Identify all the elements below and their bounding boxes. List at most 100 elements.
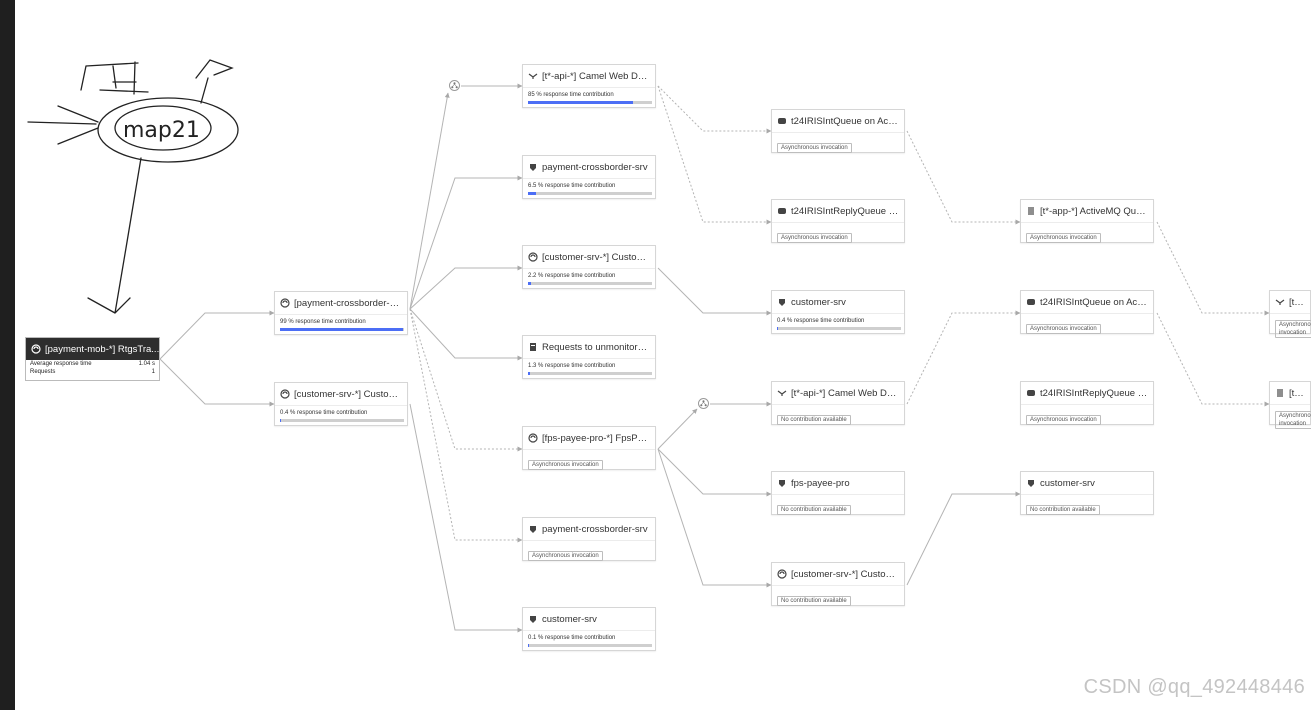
status-tag: Asynchronous invocation <box>528 551 603 561</box>
edge-intq4-bottom <box>1156 312 1270 407</box>
node-title: t24IRISIntQueue on Acti... <box>1040 296 1148 308</box>
contribution-fill <box>528 372 530 375</box>
edge-root-cust <box>159 358 275 407</box>
db-icon <box>528 524 538 534</box>
service-icon <box>528 433 538 443</box>
contribution-bar <box>528 101 652 104</box>
queue-icon <box>1026 297 1036 307</box>
service-node-t24-int-q-l4[interactable]: t24IRISIntQueue on Acti... Asynchronous i… <box>1020 290 1154 334</box>
db-icon <box>528 162 538 172</box>
contribution-bar <box>280 419 404 422</box>
queue-icon <box>777 206 787 216</box>
edge-camel-replyq <box>657 85 772 225</box>
contribution-label: 0.1 % response time contribution <box>528 635 616 641</box>
node-title: [payment-crossborder-srv... <box>294 297 402 309</box>
status-tag: No contribution available <box>777 505 851 515</box>
node-title: payment-crossborder-srv <box>542 523 648 535</box>
camel-icon <box>1275 297 1285 307</box>
contribution-label: 1.3 % response time contribution <box>528 363 616 369</box>
node-title: t24IRISIntReplyQueue on ... <box>1040 387 1148 399</box>
status-tag: Asynchronous invocation <box>528 460 603 470</box>
node-title: [fps-payee-pro-*] FpsPay... <box>542 432 650 444</box>
service-icon <box>528 252 538 262</box>
service-node-t24-int-q[interactable]: t24IRISIntQueue on Acti...Asynchronous i… <box>771 109 905 153</box>
hand-drawn-annotation: map21 <box>27 59 239 314</box>
service-node-fps-payee[interactable]: [fps-payee-pro-*] FpsPay... Asynchronous … <box>522 426 656 470</box>
db-icon <box>777 478 787 488</box>
edge-cust2-custdb3 <box>657 267 772 316</box>
service-node-cust-db-l2[interactable]: customer-srv 0.1 % response time contribu… <box>522 607 656 651</box>
db-icon <box>777 297 787 307</box>
edge-pcb-unmon <box>409 308 523 361</box>
node-title: [customer-srv-*] Custome... <box>294 388 402 400</box>
service-node-edge-bottom[interactable]: [t*-apAsynchronous invocation <box>1269 381 1311 429</box>
contribution-bar <box>528 372 652 375</box>
node-title: [customer-srv-*] Custome... <box>542 251 650 263</box>
service-icon <box>31 344 41 354</box>
queue-icon <box>777 116 787 126</box>
db-icon <box>1026 478 1036 488</box>
service-node-t24-reply-q[interactable]: t24IRISIntReplyQueue on ...Asynchronous … <box>771 199 905 243</box>
node-title: t24IRISIntQueue on Acti... <box>791 115 899 127</box>
node-title: fps-payee-pro <box>791 477 850 489</box>
node-title: Requests to unmonitored ... <box>542 341 650 353</box>
edge-cust1-custdb <box>409 403 523 633</box>
edge-fps-hub <box>657 408 698 450</box>
service-node-activemq[interactable]: [t*-app-*] ActiveMQ Que...Asynchronous i… <box>1020 199 1154 243</box>
edge-pcb-fps <box>409 308 523 452</box>
service-node-t24-reply-q-l4[interactable]: t24IRISIntReplyQueue on ... Asynchronous … <box>1020 381 1154 425</box>
status-tag: Asynchronous invocation <box>1026 233 1101 243</box>
contribution-label: 0.4 % response time contribution <box>777 318 865 324</box>
contribution-fill <box>280 328 403 331</box>
service-node-fps-payee-db[interactable]: fps-payee-pro No contribution available <box>771 471 905 515</box>
service-node-cust-srv-l1[interactable]: [customer-srv-*] Custome...0.4 % respons… <box>274 382 408 426</box>
annotation-text: map21 <box>123 118 200 143</box>
contribution-label: 2.2 % response time contribution <box>528 273 616 279</box>
contribution-fill <box>528 101 634 104</box>
service-node-edge-top[interactable]: [t*-apAsynchronous invocation <box>1269 290 1311 338</box>
node-title: customer-srv <box>791 296 846 308</box>
service-node-unmonitored[interactable]: Requests to unmonitored ... 1.3 % respons… <box>522 335 656 379</box>
window-frame-left <box>0 0 15 710</box>
edge-root-pcb <box>159 310 275 360</box>
node-title: [t*-ap <box>1289 387 1305 399</box>
node-title: [payment-mob-*] RtgsTra... <box>45 343 159 355</box>
status-tag: Asynchronous invocation <box>1026 415 1101 425</box>
node-title: [t*-ap <box>1289 296 1305 308</box>
contribution-fill <box>528 282 531 285</box>
node-title: [customer-srv-*] Custome... <box>791 568 899 580</box>
contribution-label: 99 % response time contribution <box>280 319 366 325</box>
queue-icon <box>1026 388 1036 398</box>
contribution-label: 85 % response time contribution <box>528 92 614 98</box>
service-node-camel-web[interactable]: [t*-api-*] Camel Web De... 85 % response … <box>522 64 656 108</box>
root-service-node[interactable]: [payment-mob-*] RtgsTra... Average respo… <box>25 337 160 381</box>
service-node-cust-srv-l2[interactable]: [customer-srv-*] Custome... 2.2 % respons… <box>522 245 656 289</box>
mq-icon <box>1275 388 1285 398</box>
hub-icon[interactable] <box>449 80 460 91</box>
contribution-bar <box>280 328 404 331</box>
service-node-pcb-srv[interactable]: [payment-crossborder-srv... 99 % response… <box>274 291 408 335</box>
service-node-cust-db-l3[interactable]: customer-srv 0.4 % response time contribu… <box>771 290 905 334</box>
edge-activemq-top <box>1156 221 1270 316</box>
contribution-fill <box>528 192 537 195</box>
camel-icon <box>528 71 538 81</box>
doc-icon <box>528 342 538 352</box>
service-node-cust-srv-l3[interactable]: [customer-srv-*] Custome...No contributi… <box>771 562 905 606</box>
hub-icon[interactable] <box>698 398 709 409</box>
status-tag: Asynchronous invocation <box>1275 411 1311 429</box>
status-tag: Asynchronous invocation <box>1026 324 1101 334</box>
service-node-camel-web-l3[interactable]: [t*-api-*] Camel Web De... No contributio… <box>771 381 905 425</box>
node-title: [t*-api-*] Camel Web De... <box>791 387 899 399</box>
contribution-bar <box>528 282 652 285</box>
status-tag: No contribution available <box>777 415 851 425</box>
edge-pcb-cust <box>409 265 523 310</box>
edge-intq-activemq <box>906 130 1021 225</box>
node-title: customer-srv <box>542 613 597 625</box>
contribution-bar <box>777 327 901 330</box>
node-title: [t*-api-*] Camel Web De... <box>542 70 650 82</box>
